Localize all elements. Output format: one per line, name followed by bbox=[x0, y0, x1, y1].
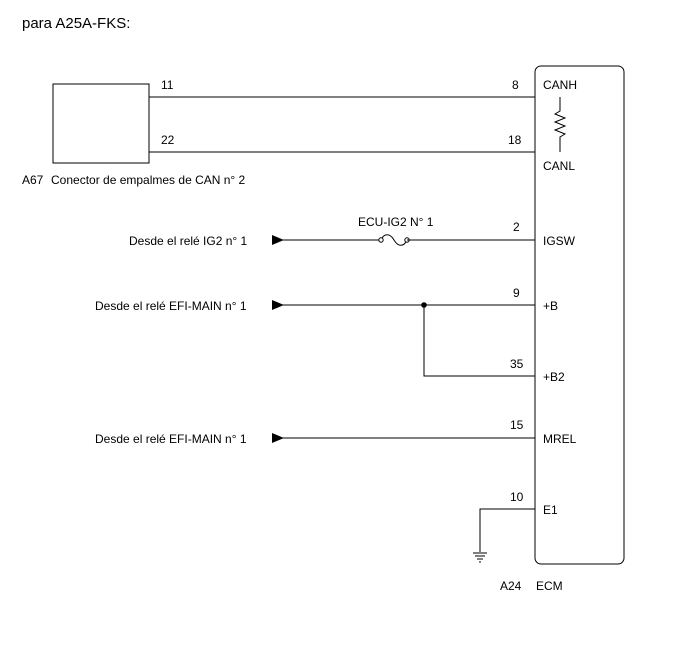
source-ig2-label: Desde el relé IG2 n° 1 bbox=[129, 234, 248, 248]
ecm-pin-label-b: +B bbox=[543, 299, 558, 313]
connector-pin-canh: 11 bbox=[161, 78, 174, 92]
termination-resistor bbox=[553, 97, 567, 152]
ecm-pin-label-canl: CANL bbox=[543, 159, 575, 173]
ecm-pin-label-igsw: IGSW bbox=[543, 234, 576, 248]
ecm-pin-number-b: 9 bbox=[513, 286, 520, 300]
ecm-pin-number-e1: 10 bbox=[510, 490, 524, 504]
ecm-pin-number-mrel: 15 bbox=[510, 418, 524, 432]
ecm-box bbox=[534, 65, 625, 565]
diagram-title: para A25A-FKS: bbox=[22, 15, 131, 32]
source-efi-main-b-label: Desde el relé EFI-MAIN n° 1 bbox=[95, 299, 247, 313]
b2-wire bbox=[423, 305, 535, 377]
can-junction-connector-box bbox=[52, 83, 150, 164]
ecm-code: A24 bbox=[500, 579, 522, 593]
ecm-pin-label-mrel: MREL bbox=[543, 432, 577, 446]
connector-name: Conector de empalmes de CAN n° 2 bbox=[51, 173, 246, 187]
ecm-pin-number-canl: 18 bbox=[508, 133, 522, 147]
source-efi-main-mrel-label: Desde el relé EFI-MAIN n° 1 bbox=[95, 432, 247, 446]
connector-pin-canl: 22 bbox=[161, 133, 175, 147]
ecm-pin-number-b2: 35 bbox=[510, 357, 524, 371]
ecm-pin-number-igsw: 2 bbox=[513, 220, 520, 234]
ecm-pin-label-b2: +B2 bbox=[543, 370, 565, 384]
ecm-pin-number-canh: 8 bbox=[512, 78, 519, 92]
ecm-pin-label-canh: CANH bbox=[543, 78, 577, 92]
ecm-name: ECM bbox=[536, 579, 563, 593]
ecm-pin-label-e1: E1 bbox=[543, 503, 558, 517]
e1-ground-wire bbox=[479, 508, 535, 552]
fuse-label: ECU-IG2 N° 1 bbox=[358, 215, 434, 229]
ground-icon bbox=[473, 552, 487, 563]
connector-code: A67 bbox=[22, 173, 44, 187]
fuse-symbol bbox=[378, 234, 410, 246]
